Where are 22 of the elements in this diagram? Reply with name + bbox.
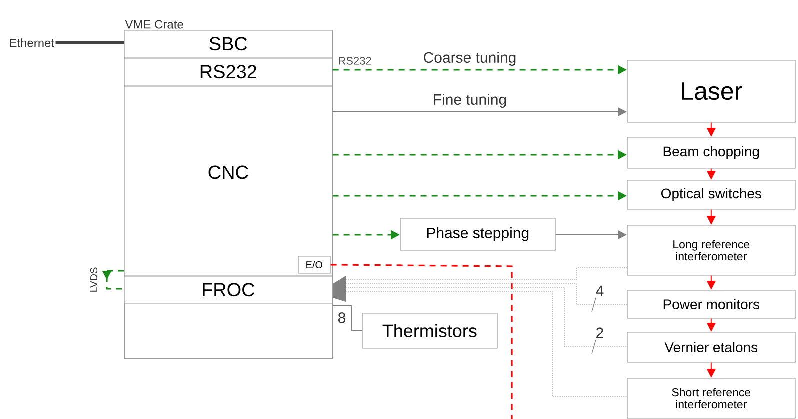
module-box: FROC	[124, 276, 333, 304]
process-box: Short reference interferometer	[627, 378, 796, 419]
edge-label: 2	[594, 326, 606, 340]
module-box: RS232	[124, 58, 333, 86]
port-box: E/O	[298, 256, 331, 274]
bare-label: Ethernet	[10, 38, 54, 48]
sensor-box: Thermistors	[362, 313, 498, 349]
process-box: Vernier etalons	[627, 332, 796, 363]
process-box: Optical switches	[627, 180, 796, 210]
module-box: SBC	[124, 30, 333, 58]
port-label: RS232	[339, 57, 372, 65]
edge-label: 4	[594, 284, 606, 298]
process-box: Laser	[627, 60, 796, 123]
node-label: VME Crate	[125, 20, 184, 29]
process-box: Phase stepping	[400, 218, 556, 251]
edge-label: 8	[336, 312, 348, 324]
edge-label: Fine tuning	[432, 93, 508, 109]
process-box: Long reference interferometer	[627, 224, 796, 276]
process-box: Beam chopping	[627, 137, 796, 169]
process-box: Power monitors	[627, 290, 796, 319]
edge-label: Coarse tuning	[422, 51, 518, 67]
edge-label: LVDS	[89, 266, 99, 294]
